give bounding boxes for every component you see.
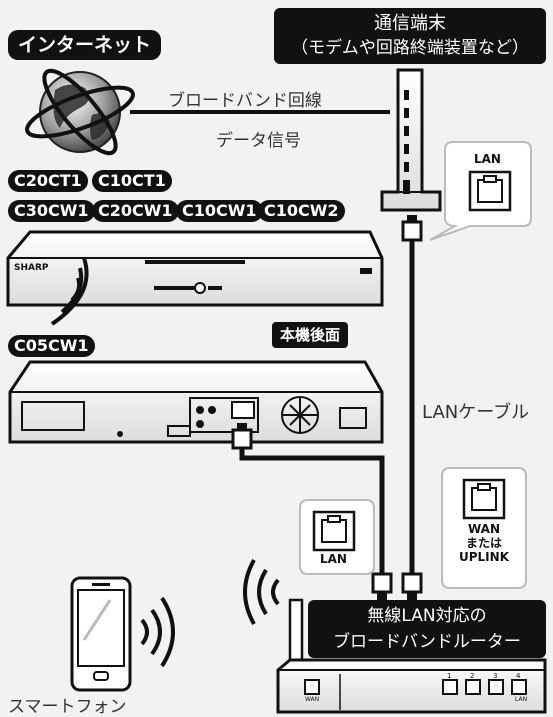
model-badge: C10CW2 [258, 200, 345, 222]
wan-line1: WAN [467, 522, 501, 536]
broadband-line-label: ブロードバンド回線 [168, 91, 322, 111]
router-port-number: 2 [470, 672, 475, 680]
router-line1: 無線LAN対応の [367, 606, 487, 626]
comm-terminal-line2: （モデムや回路終端装置など） [291, 38, 529, 58]
wan-callout-router [441, 467, 527, 589]
wifi-waves-icon [50, 257, 89, 326]
model-badge: C30CW1 [8, 200, 95, 222]
model-badge: C10CT1 [92, 170, 172, 192]
modem-lan-label: LAN [474, 152, 501, 166]
model-badge: C20CT1 [8, 170, 88, 192]
internet-label: インターネット [8, 30, 162, 60]
router-icon [276, 598, 547, 714]
wan-line2: または [465, 536, 502, 550]
router-lan-port-label: LAN [515, 696, 528, 703]
recorder-rear-icon [8, 360, 384, 444]
smartphone-icon [70, 576, 132, 692]
router-line2: ブロードバンドルーター [333, 632, 521, 652]
router-port-number: 3 [493, 672, 498, 680]
wan-label: WAN または UPLINK [442, 522, 526, 564]
wan-line3: UPLINK [459, 550, 509, 564]
model-badge: C05CW1 [8, 335, 95, 357]
lan-cable-label: LANケーブル [422, 402, 530, 423]
model-badge: C10CW1 [176, 200, 263, 222]
globe-icon [25, 68, 135, 156]
model-badge: C20CW1 [92, 200, 179, 222]
router-port-number: 4 [516, 672, 521, 680]
comm-terminal-line1: 通信端末 [374, 13, 446, 34]
lan-callout-router [299, 499, 375, 575]
recorder-icon [6, 230, 384, 307]
router-lan-label: LAN [320, 552, 347, 566]
router-wifi-waves-icon [243, 559, 280, 625]
router-wan-port-label: WAN [305, 696, 320, 703]
router-port-number: 1 [447, 672, 452, 680]
lan-callout-modem [429, 141, 532, 241]
data-signal-label: データ信号 [216, 131, 301, 151]
comm-terminal-label: 通信端末 （モデムや回路終端装置など） [274, 8, 546, 64]
modem-icon [380, 68, 442, 212]
smartphone-label: スマートフォン [8, 697, 127, 717]
brand-label: SHARP [14, 263, 49, 273]
phone-wifi-waves-icon [140, 596, 175, 668]
rear-panel-label: 本機後面 [272, 322, 349, 348]
router-label: 無線LAN対応の ブロードバンドルーター [308, 600, 546, 658]
